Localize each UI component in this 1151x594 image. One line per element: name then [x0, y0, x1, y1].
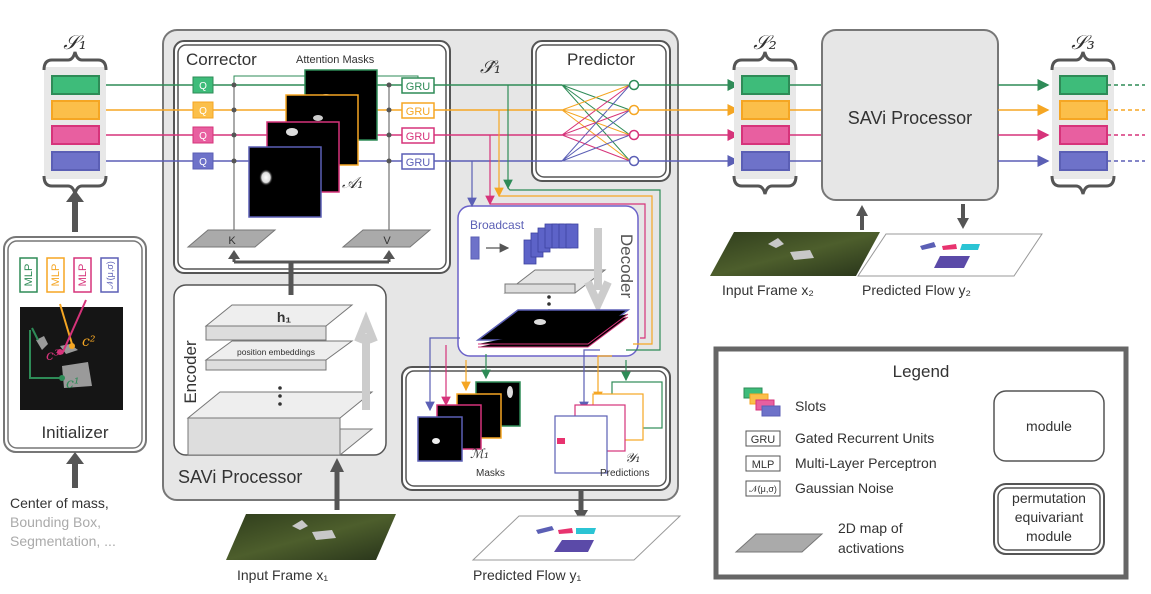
encoder-title: Encoder: [181, 340, 200, 404]
legend-module: module: [1026, 418, 1072, 434]
savi-processor-box-right: [821, 29, 999, 201]
input-frame-2-label: Input Frame x₂: [722, 282, 814, 298]
legend-gru-box: GRU: [751, 434, 776, 446]
input-frame-2: Input Frame x₂: [710, 232, 880, 298]
legend-mlp: Multi-Layer Perceptron: [795, 455, 937, 471]
input-frame-1-label: Input Frame x₁: [237, 567, 328, 583]
slot-label-s1: 𝒮₁: [63, 30, 87, 54]
slot-orange: [51, 100, 100, 120]
legend-title: Legend: [893, 362, 950, 381]
init-frame-image: [20, 307, 123, 410]
s2-to-processor-lines: [789, 84, 822, 162]
init-c1: c¹: [66, 376, 79, 392]
init-input-line-1: Center of mass,: [10, 495, 109, 511]
encoder-layers: position embeddings h₁: [186, 304, 378, 456]
initializer-module: MLP MLP MLP 𝒩(μ,σ) c² c³ c¹ Initializer: [3, 236, 147, 453]
y1-label: 𝒴₁: [625, 451, 640, 466]
predicted-flow-1-label: Predicted Flow y₁: [473, 567, 581, 583]
decoder-internals: [470, 223, 631, 348]
initializer-title: Initializer: [41, 423, 108, 442]
init-mlp-orange: MLP: [50, 264, 62, 287]
attention-masks-label: Attention Masks: [296, 54, 375, 66]
predicted-flow-1: Predicted Flow y₁: [471, 515, 682, 583]
slot-pink: [51, 125, 100, 145]
legend-mlp-box: MLP: [752, 459, 775, 471]
init-c2: c²: [82, 334, 96, 350]
slot-stack-s3: 𝒮₃: [1050, 30, 1145, 195]
predicted-flow-2: Predicted Flow y₂: [857, 233, 1043, 298]
query-boxes: Q Q Q Q: [192, 76, 214, 170]
k-label: K: [228, 235, 236, 247]
a1-label: 𝒜₁: [342, 173, 364, 192]
slot-stack-s2: 𝒮₂: [732, 30, 798, 195]
slot-stack-s1: 𝒮₁: [42, 30, 108, 195]
s1-hat-label: 𝒮̂₁: [480, 57, 501, 78]
q-label-purple: Q: [199, 157, 207, 168]
gru-label-pink: GRU: [406, 131, 431, 143]
attention-masks-stack: 𝒜₁: [248, 69, 378, 218]
legend-perm-3: module: [1026, 528, 1072, 544]
slot-label-s2: 𝒮₂: [753, 30, 777, 54]
init-mlp-green: MLP: [23, 264, 35, 287]
processor-to-s3-lines: [998, 79, 1050, 167]
decoder-to-outputs-arrows: [425, 337, 631, 412]
predictions-label: Predictions: [600, 468, 649, 479]
gru-boxes: GRU GRU GRU GRU: [401, 77, 435, 170]
predicted-flow-2-label: Predicted Flow y₂: [862, 282, 971, 298]
q-label-green: Q: [199, 81, 207, 92]
v-label: V: [383, 235, 391, 247]
legend-noise: Gaussian Noise: [795, 480, 894, 496]
legend-slots: Slots: [795, 398, 826, 414]
legend-perm-2: equivariant: [1015, 509, 1084, 525]
encoder-to-kv-arrows: [228, 250, 395, 295]
q-label-orange: Q: [199, 106, 207, 117]
predictor-module: Predictor: [531, 40, 671, 182]
masks-label: Masks: [476, 468, 505, 479]
key-value-planes: K V: [186, 229, 432, 248]
savi-processor-right-title: SAVi Processor: [848, 108, 972, 128]
init-mlp-pink: MLP: [77, 264, 89, 287]
legend-panel: Legend Slots GRU Gated Recurrent Units M…: [713, 346, 1129, 580]
input-frame-1: Input Frame x₁: [226, 514, 396, 583]
init-input-line-3: Segmentation, ...: [10, 533, 116, 549]
broadcast-label: Broadcast: [470, 218, 525, 232]
position-embeddings-label: position embeddings: [237, 347, 315, 357]
m1-label: ℳ₁: [470, 447, 489, 462]
masks-stack: ℳ₁ Masks: [417, 381, 521, 479]
slot-purple: [51, 151, 100, 171]
savi-processor-title: SAVi Processor: [178, 467, 302, 487]
legend-activations-2: activations: [838, 540, 904, 556]
predictor-title: Predictor: [567, 50, 635, 69]
init-noise: 𝒩(μ,σ): [105, 261, 115, 289]
legend-perm-1: permutation: [1012, 490, 1086, 506]
corrector-title: Corrector: [186, 50, 257, 69]
legend-noise-box: 𝒩(μ,σ): [749, 484, 777, 494]
gru-label-green: GRU: [406, 81, 431, 93]
predictions-stack: 𝒴₁ Predictions: [554, 381, 663, 479]
init-input-line-2: Bounding Box,: [10, 514, 101, 530]
legend-activations-1: 2D map of: [838, 520, 903, 536]
h1-label: h₁: [277, 309, 292, 325]
gru-label-purple: GRU: [406, 157, 431, 169]
init-c3: c³: [46, 348, 60, 364]
slot-to-decoder-lines: [467, 85, 661, 351]
legend-gru: Gated Recurrent Units: [795, 430, 934, 446]
q-label-pink: Q: [199, 131, 207, 142]
slot-green: [51, 75, 100, 95]
gru-label-orange: GRU: [406, 106, 431, 118]
slot-label-s3: 𝒮₃: [1071, 30, 1095, 54]
decoder-title: Decoder: [617, 234, 636, 299]
